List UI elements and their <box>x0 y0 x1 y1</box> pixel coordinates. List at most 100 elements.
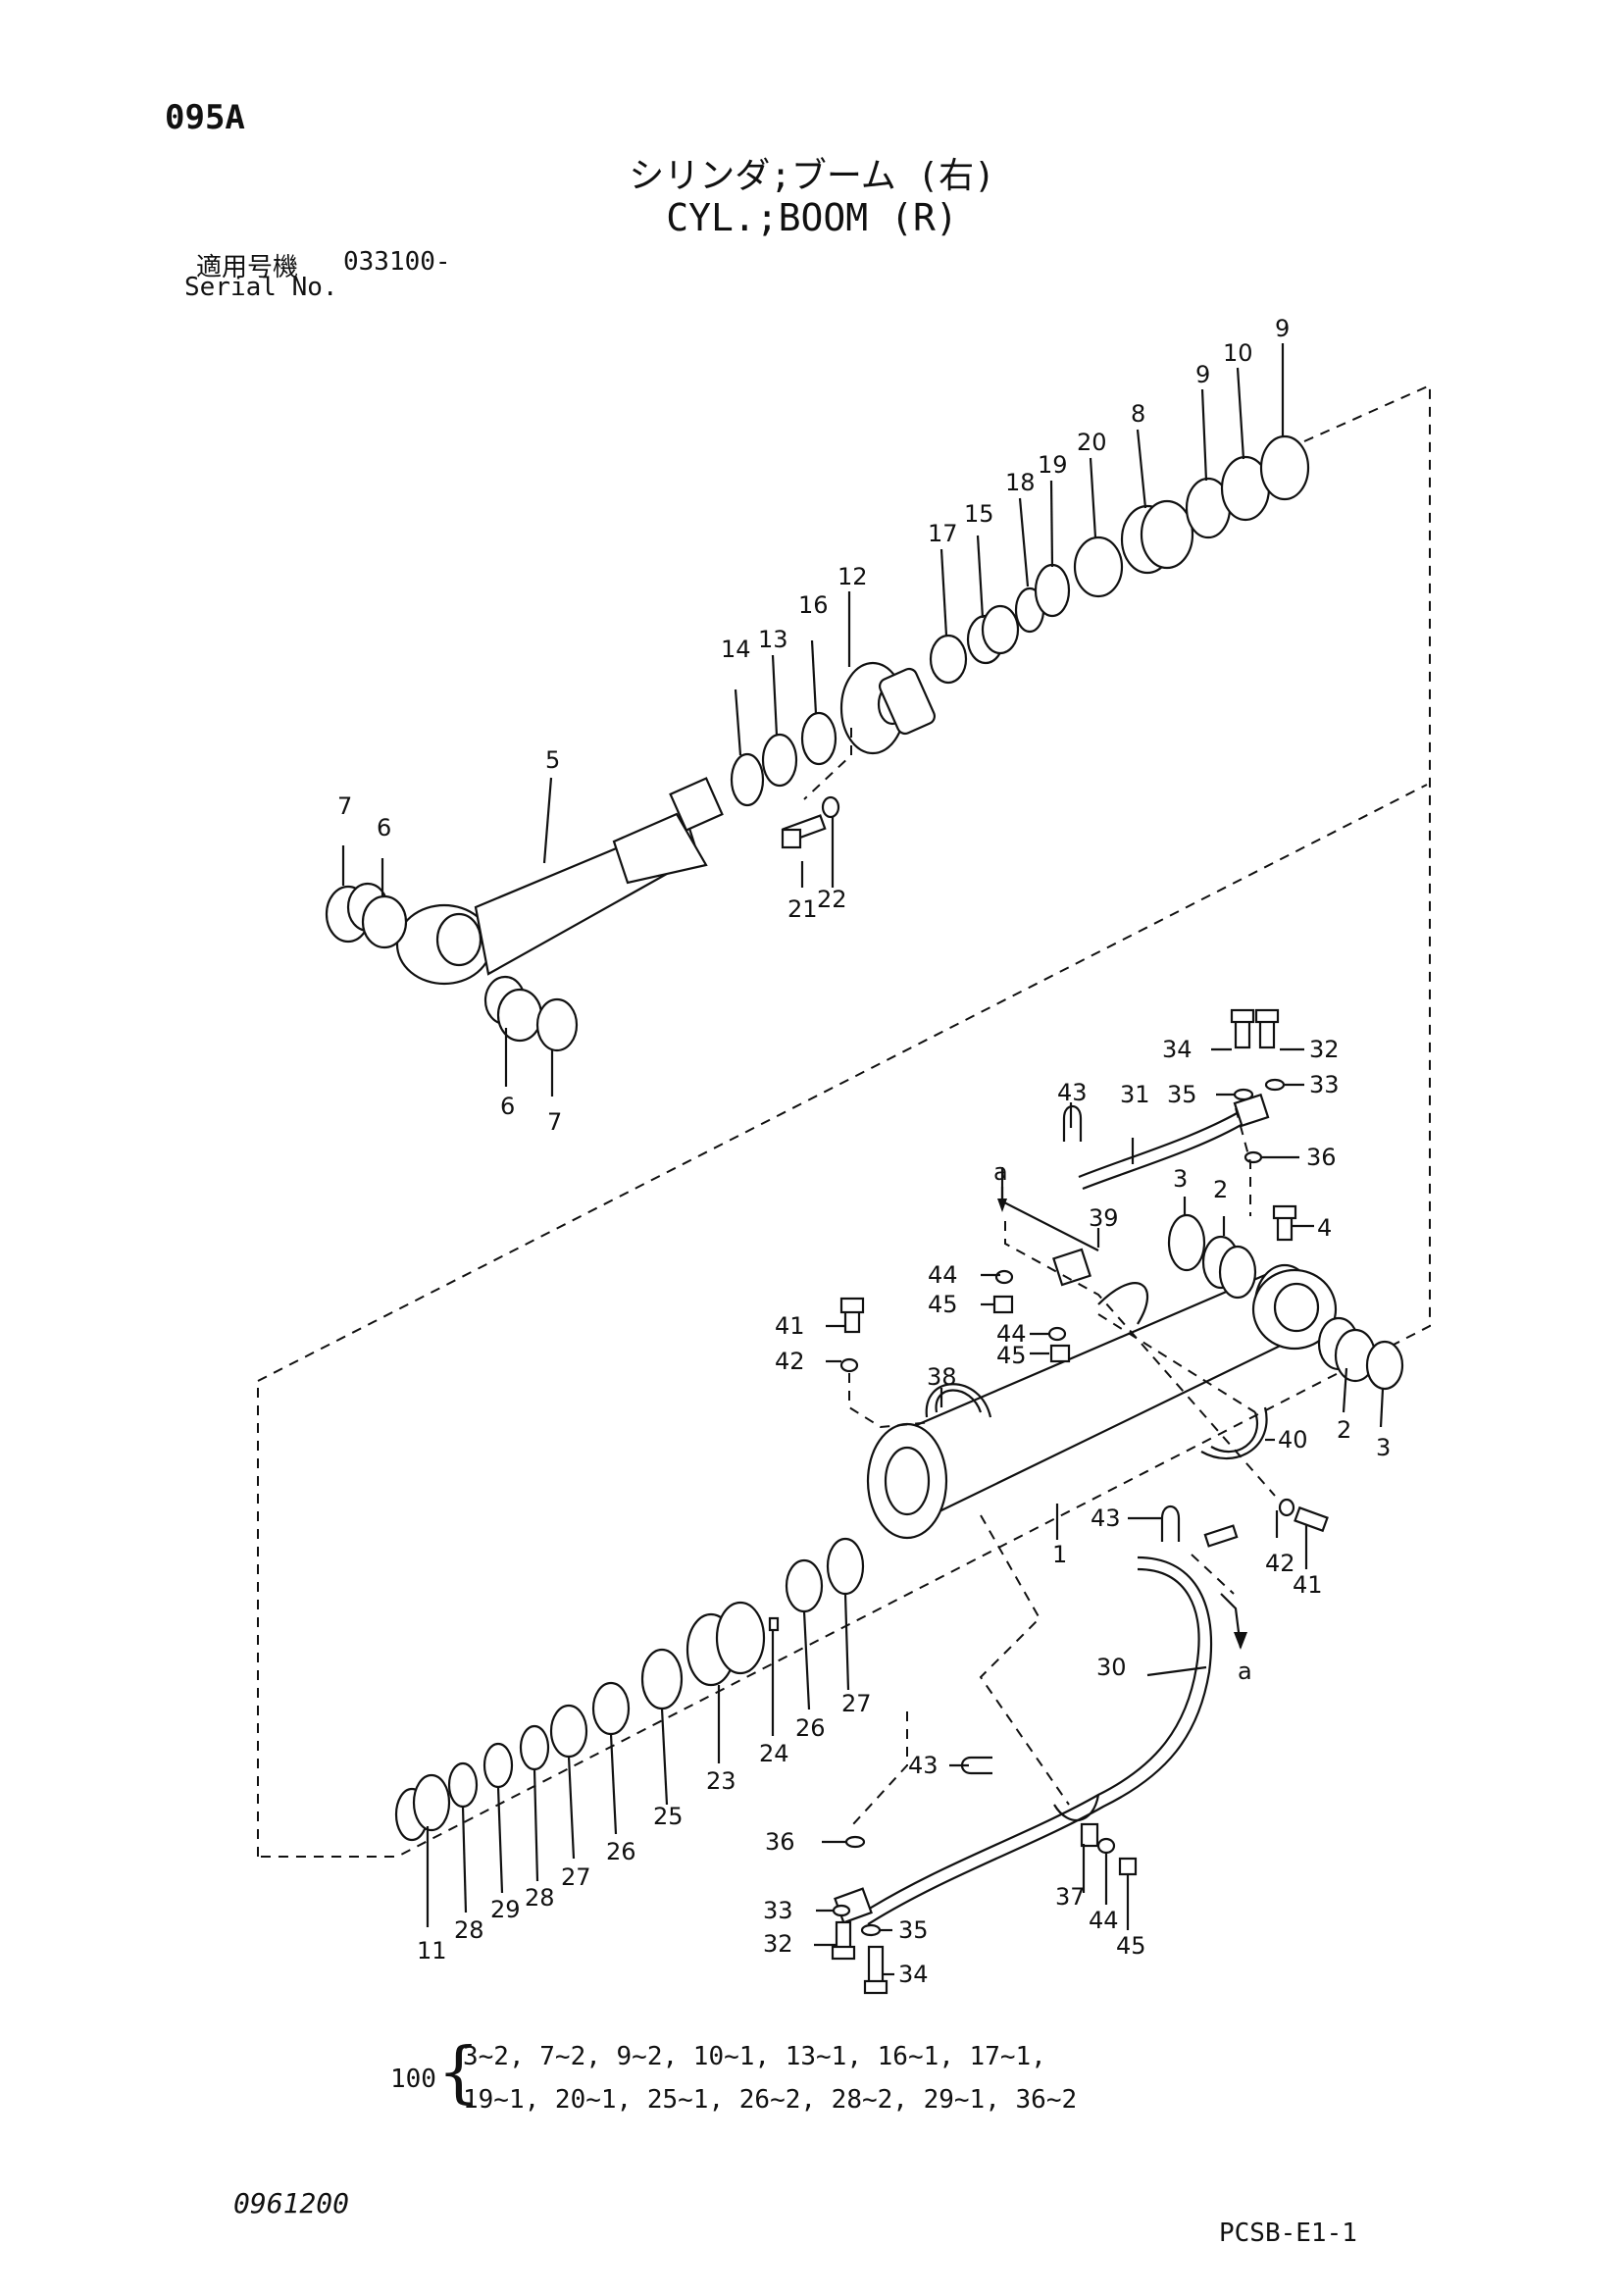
seal-kit-line-1: 3~2, 7~2, 9~2, 10~1, 13~1, 16~1, 17~1, <box>463 2042 1046 2071</box>
part-43-ubolt-b <box>1160 1505 1239 1548</box>
callout-7: 7 <box>337 792 352 820</box>
callout-17: 17 <box>928 520 958 547</box>
part-8-head <box>1120 499 1194 575</box>
callout-15: 15 <box>964 500 994 528</box>
part-6-bushing-lower <box>483 975 543 1043</box>
callout-a-upper: a <box>993 1158 1008 1186</box>
leader-lines <box>341 343 1385 1976</box>
callout-3b: 3 <box>1376 1434 1391 1461</box>
part-9-ring-upper <box>1259 434 1310 501</box>
callout-31: 31 <box>1120 1081 1150 1108</box>
callout-5: 5 <box>545 746 560 774</box>
part-25-ring <box>640 1648 684 1710</box>
callout-14: 14 <box>721 636 751 663</box>
callout-13: 13 <box>758 626 788 653</box>
document-code: PCSB-E1-1 <box>1219 2219 1357 2248</box>
callout-28a: 28 <box>525 1884 555 1912</box>
part-16-ring <box>800 711 837 766</box>
part-12-piston <box>839 661 937 755</box>
seal-kit-brace: { <box>437 2034 481 2112</box>
callout-45b: 45 <box>996 1342 1027 1369</box>
part-33-washer-b <box>832 1904 851 1917</box>
part-28-ring-b <box>519 1724 550 1771</box>
callout-26b: 26 <box>795 1714 826 1742</box>
callout-2: 2 <box>1213 1176 1228 1203</box>
callout-10: 10 <box>1223 339 1253 367</box>
callout-36: 36 <box>1306 1144 1337 1171</box>
serial-label-japanese: 適用号機 <box>196 253 299 282</box>
part-41-bolt-b <box>1294 1505 1329 1533</box>
part-6-bushing <box>346 882 408 949</box>
cylinder-tube-assembly <box>394 1008 1404 1995</box>
callout-1: 1 <box>1052 1541 1067 1568</box>
callout-41: 41 <box>775 1312 805 1340</box>
callout-9: 9 <box>1195 361 1210 388</box>
part-17-ring <box>929 634 968 685</box>
part-11-bushing <box>394 1773 451 1842</box>
callout-8: 8 <box>1131 400 1145 428</box>
seal-kit-number: 100 <box>390 2065 436 2094</box>
callout-a-lower: a <box>1238 1658 1252 1685</box>
part-32-bolt-b <box>831 1920 856 1961</box>
part-34-bolt-b <box>863 1945 888 1995</box>
part-4-grease-fitting <box>1272 1204 1297 1242</box>
callout-12: 12 <box>837 563 868 590</box>
part-32-bolt-a <box>1254 1008 1280 1049</box>
part-36-oring-b <box>844 1835 866 1849</box>
callout-27b: 27 <box>841 1690 872 1717</box>
part-42-washer-a <box>839 1357 859 1373</box>
part-22-washer <box>821 795 840 819</box>
part-44-washer-b <box>1047 1326 1067 1342</box>
page-code: 095A <box>165 98 245 137</box>
callout-38: 38 <box>927 1363 957 1391</box>
callout-22: 22 <box>817 886 847 913</box>
part-26-ring <box>591 1681 631 1736</box>
callout-2b: 2 <box>1337 1416 1351 1444</box>
callout-26: 26 <box>606 1838 636 1865</box>
callout-24: 24 <box>759 1740 789 1767</box>
part-44-washer-c <box>1096 1837 1116 1855</box>
callout-42: 42 <box>775 1348 805 1375</box>
part-3-ring-right <box>1365 1340 1404 1391</box>
callout-45: 45 <box>928 1291 958 1318</box>
callout-6b: 6 <box>500 1093 515 1120</box>
arrow-a-upper <box>997 1199 1007 1212</box>
callout-labels: 1 2 2 3 3 4 5 6 6 7 7 8 9 9 10 11 12 13 … <box>337 315 1391 1988</box>
callout-34: 34 <box>1162 1036 1193 1063</box>
callout-32b: 32 <box>763 1930 793 1958</box>
callout-39: 39 <box>1089 1204 1119 1232</box>
serial-label-english: Serial No. <box>184 273 338 302</box>
callout-33: 33 <box>1309 1071 1340 1098</box>
callout-44: 44 <box>928 1261 958 1289</box>
callout-20: 20 <box>1077 429 1107 456</box>
part-38-band <box>925 1383 992 1418</box>
part-45-nut-b <box>1049 1344 1071 1363</box>
callout-25: 25 <box>653 1803 684 1830</box>
callout-3: 3 <box>1173 1165 1188 1193</box>
callout-35: 35 <box>1167 1081 1197 1108</box>
callout-33b: 33 <box>763 1897 793 1924</box>
callout-29: 29 <box>490 1896 521 1923</box>
part-43-ubolt-a <box>1062 1104 1083 1142</box>
assembly-paths <box>803 728 1276 1825</box>
callout-41b: 41 <box>1293 1571 1323 1599</box>
callout-34b: 34 <box>898 1961 929 1988</box>
callout-19: 19 <box>1038 451 1068 479</box>
part-2-bushing <box>1201 1235 1257 1300</box>
part-21-bolt <box>781 814 827 849</box>
callout-44b: 44 <box>996 1320 1027 1348</box>
part-42-washer-b <box>1278 1498 1295 1517</box>
part-31-pipe <box>1078 1093 1270 1191</box>
part-3-ring <box>1167 1213 1206 1272</box>
callout-30: 30 <box>1096 1654 1127 1681</box>
part-28-ring <box>447 1761 479 1809</box>
callout-7b: 7 <box>547 1108 562 1136</box>
callout-32: 32 <box>1309 1036 1340 1063</box>
part-7-ring-lower <box>535 997 579 1052</box>
callout-44c: 44 <box>1089 1907 1119 1934</box>
callout-28b: 28 <box>454 1916 484 1944</box>
part-30-pipe <box>834 1556 1213 1925</box>
seal-kit-line-2: 19~1, 20~1, 25~1, 26~2, 28~2, 29~1, 36~2 <box>463 2085 1078 2115</box>
piston-rod <box>474 777 724 976</box>
